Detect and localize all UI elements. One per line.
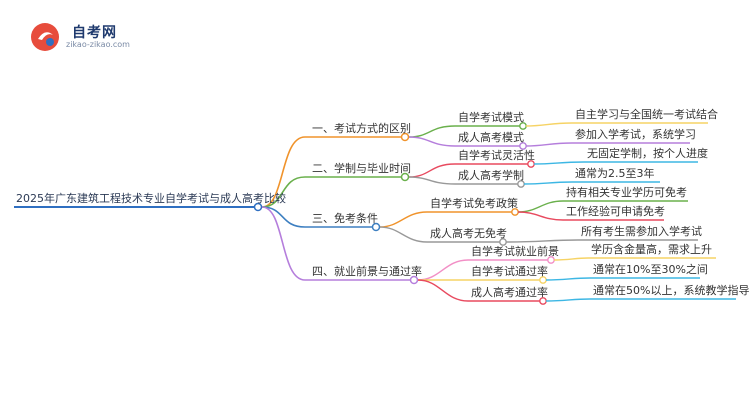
branch-2-node [400, 172, 410, 182]
node-adult-pass-rate[interactable]: 成人高考通过率 [471, 286, 548, 299]
node-adult-exam-duration[interactable]: 成人高考学制 [458, 169, 524, 182]
node-self-study-prospects[interactable]: 自学考试就业前景 [471, 245, 559, 258]
leaf-adult-exam-mode[interactable]: 参加入学考试，系统学习 [575, 128, 696, 141]
link-branch-1 [261, 136, 306, 208]
leaf-self-study-prospects[interactable]: 学历含金量高，需求上升 [591, 243, 712, 256]
link-branch-4 [261, 206, 306, 281]
root-node [253, 202, 263, 212]
link-branch-3 [261, 206, 306, 228]
node-self-study-mode[interactable]: 自学考试模式 [458, 111, 524, 124]
branch-3-node [371, 222, 381, 232]
node-adult-exam-mode[interactable]: 成人高考模式 [458, 131, 524, 144]
leaf-self-study-flexibility[interactable]: 无固定学制，按个人进度 [587, 147, 708, 160]
leaf-experience-exemption[interactable]: 工作经验可申请免考 [566, 205, 665, 218]
branch-exemption[interactable]: 三、免考条件 [312, 212, 378, 225]
leaf-all-must-exam[interactable]: 所有考生需参加入学考试 [581, 225, 702, 238]
leaf-self-study-mode[interactable]: 自主学习与全国统一考试结合 [575, 108, 718, 121]
branch-duration[interactable]: 二、学制与毕业时间 [312, 162, 411, 175]
leaf-adult-pass-rate[interactable]: 通常在50%以上，系统教学指导 [593, 284, 750, 297]
branch-1-node [400, 132, 410, 142]
branch-prospects[interactable]: 四、就业前景与通过率 [312, 265, 422, 278]
root-topic[interactable]: 2025年广东建筑工程技术专业自学考试与成人高考比较 [16, 192, 286, 205]
link-branch-2 [261, 176, 306, 208]
node-self-study-flexibility[interactable]: 自学考试灵活性 [458, 149, 535, 162]
branch-4-node [409, 275, 419, 285]
node-adult-no-exemption[interactable]: 成人高考无免考 [430, 227, 507, 240]
leaf-degree-exemption[interactable]: 持有相关专业学历可免考 [566, 186, 687, 199]
site-logo[interactable]: 自考网 zikao-zikao.com [30, 20, 140, 54]
branch-exam-mode[interactable]: 一、考试方式的区别 [312, 122, 411, 135]
node-self-study-pass-rate[interactable]: 自学考试通过率 [471, 265, 548, 278]
node-self-study-exemption[interactable]: 自学考试免考政策 [430, 197, 518, 210]
leaf-self-study-pass-rate[interactable]: 通常在10%至30%之间 [593, 263, 708, 276]
logo-mark-icon [31, 23, 59, 51]
logo-title: 自考网 [72, 25, 117, 41]
leaf-adult-exam-duration[interactable]: 通常为2.5至3年 [575, 167, 655, 180]
logo-subtitle: zikao-zikao.com [66, 40, 130, 49]
